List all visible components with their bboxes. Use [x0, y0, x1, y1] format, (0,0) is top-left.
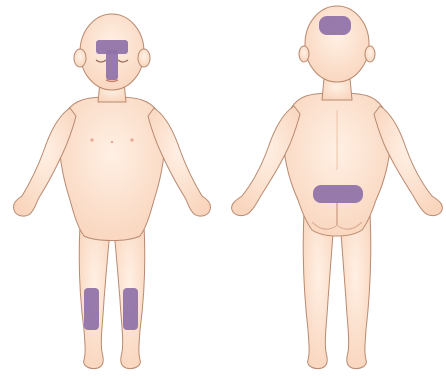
back-right-ear: [365, 46, 375, 62]
mark-back-of-head: [319, 16, 351, 35]
mark-right-shin: [123, 288, 138, 330]
back-figure: [232, 6, 443, 369]
front-left-nipple: [90, 138, 93, 141]
mark-nose: [106, 50, 118, 80]
front-sternum-dot: [111, 141, 113, 143]
back-left-ear: [299, 46, 309, 62]
mark-left-shin: [84, 288, 99, 330]
front-figure: [13, 14, 210, 369]
front-left-ear: [74, 49, 86, 67]
mark-lower-back: [313, 185, 363, 203]
front-right-ear: [138, 49, 150, 67]
front-right-nipple: [130, 138, 133, 141]
